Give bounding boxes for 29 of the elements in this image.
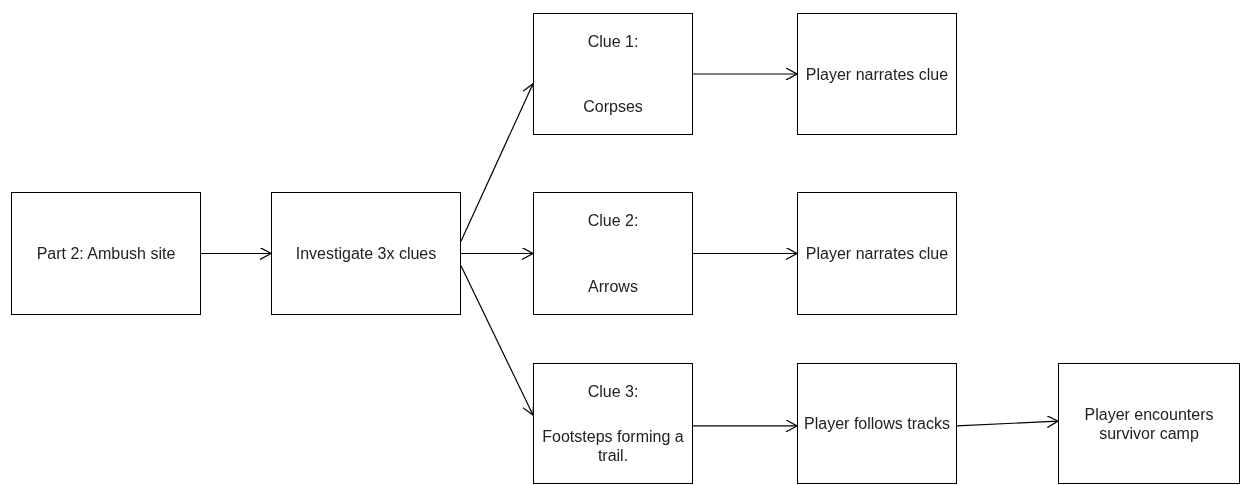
arrow	[692, 67, 798, 81]
process-box	[1058, 363, 1240, 484]
node-label: Clue 1:	[587, 32, 639, 51]
arrow	[692, 246, 798, 261]
arrow	[460, 265, 535, 416]
process-box	[797, 192, 957, 315]
node-label: Clue 2:	[587, 211, 639, 230]
process-box	[11, 192, 201, 315]
node-detail: Footsteps forming a trail.	[541, 427, 685, 465]
node-label: Player encounters survivor camp	[1083, 404, 1215, 443]
node-label: Clue 3:	[587, 382, 639, 401]
arrow	[200, 246, 272, 261]
process-box	[533, 192, 693, 315]
process-box	[797, 13, 957, 135]
node-label: Part 2: Ambush site	[36, 244, 176, 263]
node-label: Player narrates clue	[805, 64, 949, 84]
arrow	[956, 415, 1059, 429]
arrow	[460, 83, 535, 242]
node-detail: Corpses	[583, 97, 643, 116]
node-label: Player follows tracks	[804, 414, 950, 433]
process-box	[797, 363, 957, 484]
arrow	[460, 246, 534, 261]
node-detail: Arrows	[588, 277, 638, 296]
process-box	[533, 13, 693, 135]
node-label: Player narrates clue	[805, 244, 949, 263]
process-box	[271, 192, 461, 315]
arrow	[692, 419, 798, 433]
node-label: Investigate 3x clues	[295, 244, 437, 263]
process-box	[533, 363, 693, 484]
